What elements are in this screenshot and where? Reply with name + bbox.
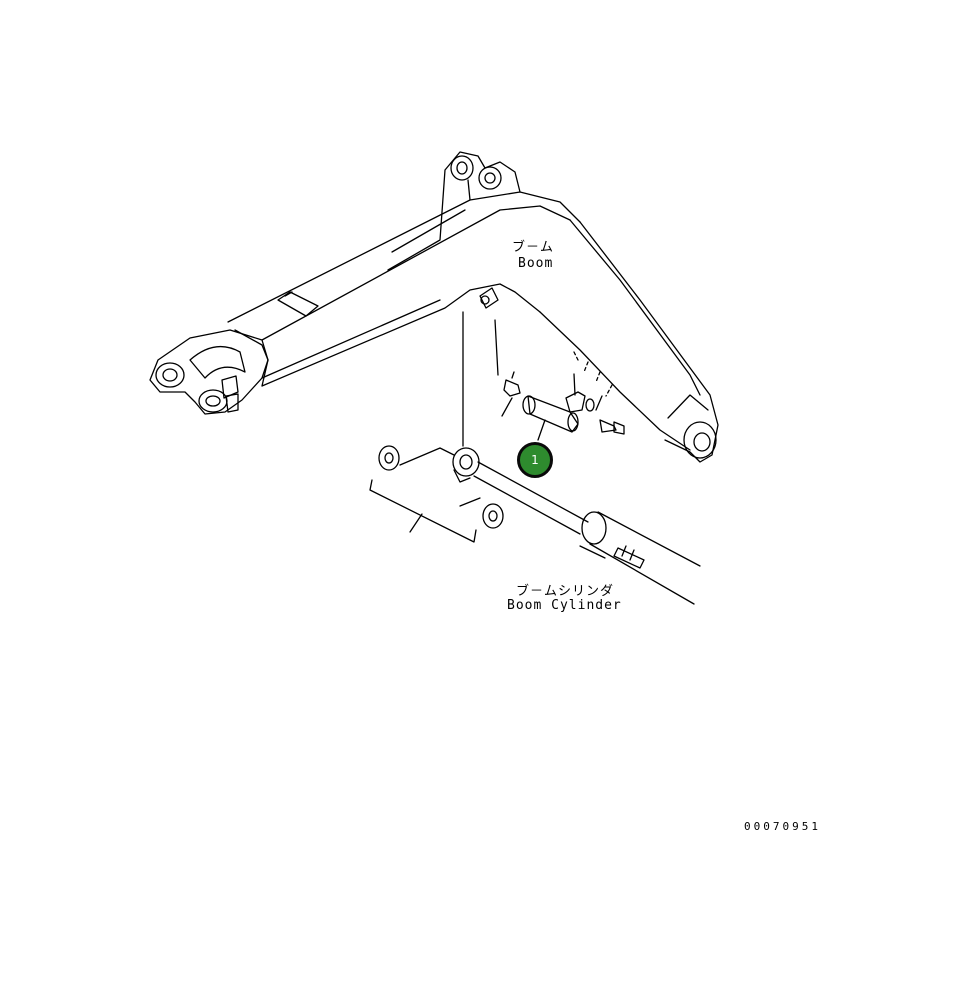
boom-cylinder-label-en: Boom Cylinder bbox=[507, 598, 622, 613]
shims bbox=[369, 445, 504, 543]
boom-outline bbox=[149, 151, 719, 463]
boom-label-en: Boom bbox=[518, 256, 554, 271]
boom-label-jp: ブ－ム bbox=[512, 240, 555, 255]
boom-cylinder bbox=[452, 447, 701, 605]
boom-cylinder-label-jp: ブ－ムシリンダ bbox=[516, 584, 615, 599]
drawing-reference-number: 00070951 bbox=[744, 820, 821, 833]
leader-lines bbox=[462, 311, 603, 447]
part-callout-number: 1 bbox=[531, 453, 539, 467]
part-callout-1[interactable]: 1 bbox=[517, 442, 553, 478]
pin-parts bbox=[503, 371, 625, 435]
